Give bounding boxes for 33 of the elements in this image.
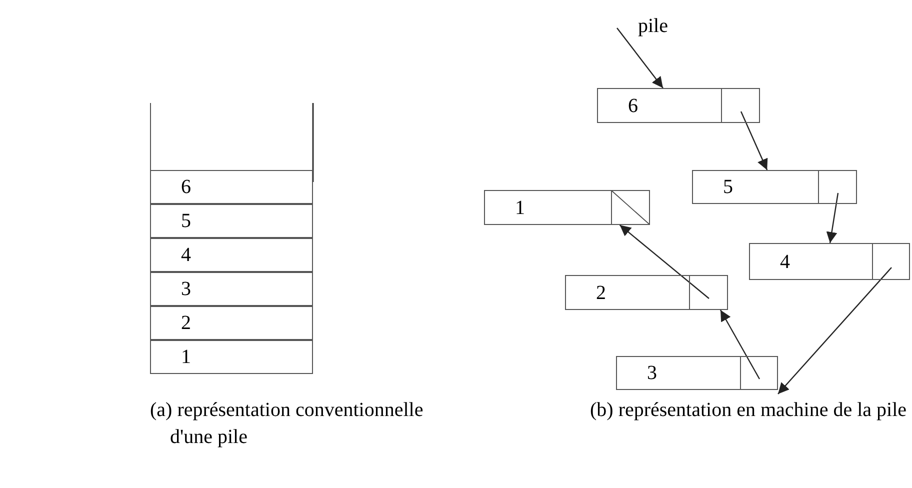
stack-cell <box>150 340 313 374</box>
stack-cell <box>150 272 313 306</box>
list-node <box>565 275 728 310</box>
node-label: 5 <box>723 177 733 197</box>
node-label: 1 <box>515 198 525 218</box>
node-label: 3 <box>647 363 657 383</box>
arrow <box>616 28 664 88</box>
list-node <box>692 170 857 204</box>
node-label: 6 <box>181 177 191 197</box>
arrow <box>740 111 768 170</box>
list-node <box>597 88 760 123</box>
list-node <box>616 356 778 390</box>
stack-cell <box>150 238 313 272</box>
node-label: 4 <box>780 252 790 272</box>
arrow <box>778 267 892 394</box>
list-node <box>749 243 910 280</box>
node-label: 2 <box>596 282 606 302</box>
node-label: 2 <box>181 313 191 333</box>
caption: (b) représentation en machine de la pile <box>590 398 908 423</box>
node-label: 5 <box>181 211 191 231</box>
node-label: 1 <box>181 347 191 367</box>
node-label: 4 <box>181 245 191 265</box>
node-label: pile <box>638 16 668 36</box>
arrow <box>720 310 760 380</box>
list-node <box>484 190 650 225</box>
stack-cell <box>150 204 313 238</box>
caption: (a) représentation conventionnelle d'une pile <box>150 398 424 450</box>
stack-cell <box>150 170 313 204</box>
node-label: 6 <box>628 96 638 116</box>
arrow <box>619 224 710 299</box>
node-label: 3 <box>181 279 191 299</box>
arrow <box>826 192 839 244</box>
stack-cell <box>150 306 313 340</box>
